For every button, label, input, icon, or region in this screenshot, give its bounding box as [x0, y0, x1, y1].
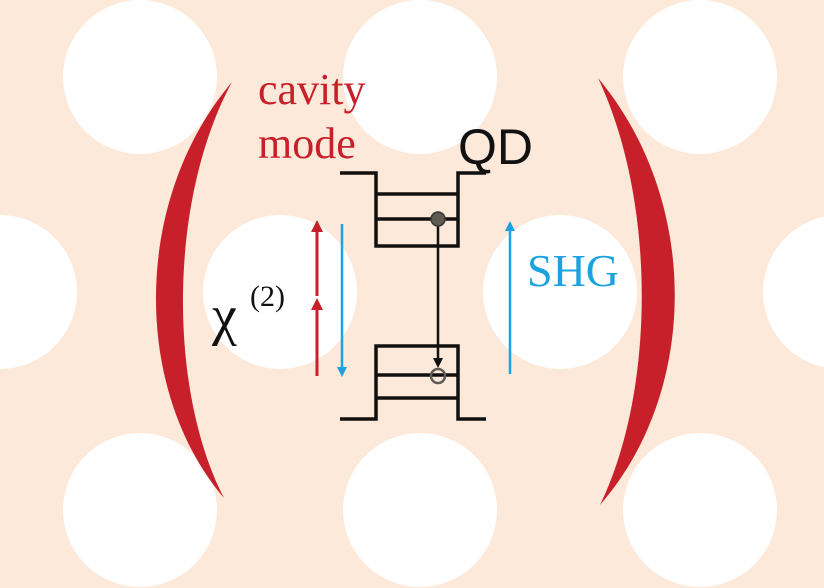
air-hole [63, 433, 217, 587]
chi-symbol: χ [211, 285, 237, 347]
air-hole [623, 433, 777, 587]
right-cavity-mirror [598, 78, 675, 505]
qd-label: QD [458, 119, 533, 175]
air-hole [343, 433, 497, 587]
air-hole [483, 215, 637, 369]
air-hole [623, 0, 777, 154]
left-cavity-mirror [155, 82, 232, 498]
chi-superscript: (2) [250, 280, 285, 313]
hole-circle [429, 367, 447, 385]
conduction-band [340, 171, 486, 248]
cavity-label-line1: cavity [258, 65, 366, 114]
cavity-label-line2: mode [258, 119, 356, 168]
qd-band-diagram [340, 171, 486, 421]
air-hole [0, 215, 77, 369]
air-hole [63, 0, 217, 154]
air-hole [763, 216, 824, 368]
electron-dot [430, 211, 446, 227]
air-hole [343, 0, 497, 154]
valence-band [340, 344, 486, 421]
shg-label: SHG [527, 245, 619, 296]
